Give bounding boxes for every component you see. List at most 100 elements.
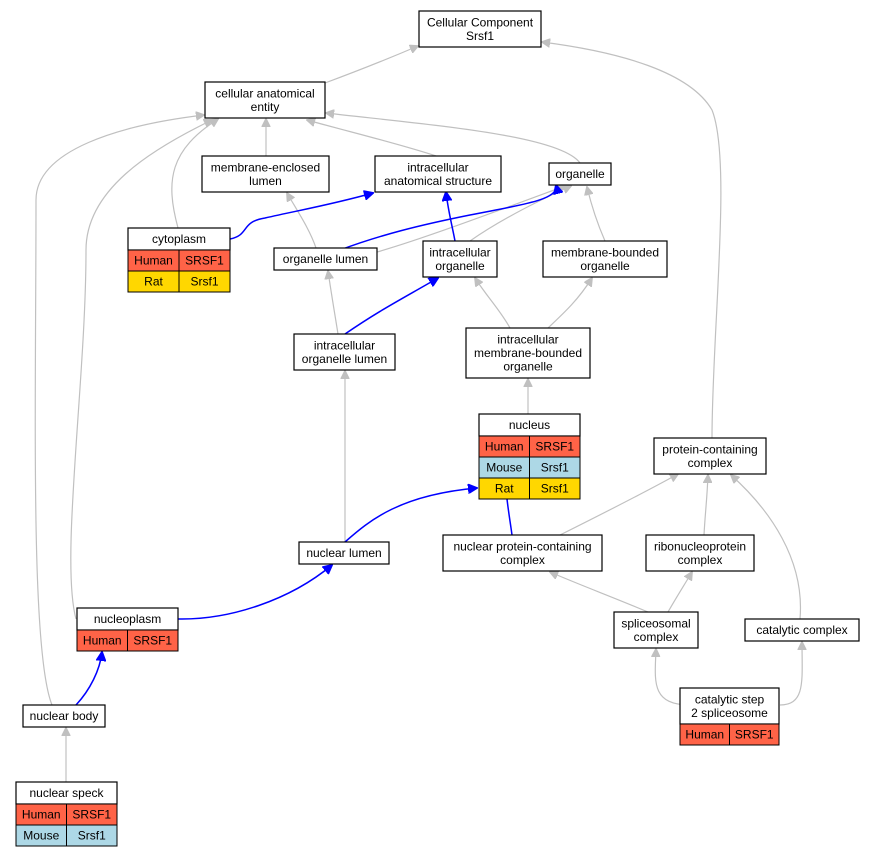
- edge-3: [307, 120, 437, 157]
- edge-17: [704, 475, 708, 536]
- edge-16: [559, 474, 678, 536]
- edge-10: [587, 187, 606, 242]
- species-label: Mouse: [23, 829, 59, 843]
- term-label: nucleus: [509, 418, 550, 432]
- term-box: [273, 247, 378, 271]
- highlighted-edge-29: [339, 185, 556, 251]
- term-node-nb[interactable]: nuclear body: [22, 704, 106, 728]
- term-label: organelle: [435, 259, 485, 273]
- term-node-organelle[interactable]: organelle: [548, 162, 612, 186]
- gene-label: Srsf1: [190, 275, 218, 289]
- term-box: [201, 155, 330, 193]
- term-label: spliceosomal: [621, 616, 690, 630]
- edge-11: [328, 271, 339, 335]
- term-label: complex: [678, 553, 723, 567]
- edges: [34, 42, 802, 782]
- term-box: [442, 534, 603, 572]
- gene-label: SRSF1: [72, 808, 111, 822]
- highlighted-edge-27: [344, 278, 438, 335]
- edge-1: [542, 42, 722, 439]
- term-label: protein-containing: [662, 442, 757, 456]
- edge-7: [70, 120, 212, 620]
- gene-cell: [178, 270, 231, 293]
- species-label: Rat: [144, 275, 163, 289]
- edge-22: [779, 642, 802, 706]
- gene-label: SRSF1: [133, 634, 172, 648]
- term-box: [293, 333, 396, 371]
- term-box: [548, 162, 612, 186]
- term-label: nucleoplasm: [94, 612, 161, 626]
- term-label: membrane-enclosed: [211, 160, 320, 174]
- edge-25: [376, 186, 565, 253]
- term-box: [653, 437, 767, 475]
- species-label: Human: [485, 440, 524, 454]
- term-label: Srsf1: [466, 29, 494, 43]
- term-label: nuclear speck: [29, 786, 104, 800]
- edge-18: [731, 475, 802, 620]
- highlighted-edge-30: [177, 565, 332, 620]
- gene-label: SRSF1: [535, 440, 574, 454]
- gene-cell: [127, 629, 179, 652]
- term-box: [204, 81, 326, 119]
- term-label: intracellular: [497, 333, 558, 347]
- term-node-catalytic[interactable]: catalytic complex: [744, 618, 860, 642]
- edge-19: [550, 572, 649, 613]
- term-label: lumen: [249, 174, 282, 188]
- term-label: organelle: [580, 259, 630, 273]
- term-label: organelle lumen: [302, 352, 387, 366]
- term-label: ribonucleoprotein: [654, 539, 746, 553]
- term-box: [374, 155, 502, 193]
- edge-20: [667, 572, 692, 613]
- term-label: membrane-bounded: [474, 346, 582, 360]
- species-label: Human: [83, 634, 122, 648]
- term-label: entity: [251, 100, 280, 114]
- term-label: intracellular: [314, 338, 375, 352]
- term-node-nl[interactable]: nuclear lumen: [298, 541, 390, 565]
- term-label: 2 spliceosome: [691, 706, 768, 720]
- term-label: organelle: [555, 167, 605, 181]
- edge-13: [547, 278, 592, 329]
- term-label: cellular anatomical: [215, 86, 314, 100]
- term-box: [744, 618, 860, 642]
- term-label: complex: [688, 456, 733, 470]
- term-box: [613, 611, 699, 649]
- gene-label: SRSF1: [185, 254, 224, 268]
- term-label: nuclear protein-containing: [453, 539, 591, 553]
- term-box: [22, 704, 106, 728]
- gene-cell: [529, 477, 581, 500]
- term-label: nuclear body: [30, 709, 99, 723]
- term-label: nuclear lumen: [306, 546, 381, 560]
- term-node-ol[interactable]: organelle lumen: [273, 247, 378, 271]
- species-label: Rat: [495, 482, 514, 496]
- term-label: catalytic complex: [756, 623, 847, 637]
- term-box: [465, 327, 591, 379]
- term-label: complex: [634, 630, 679, 644]
- term-box: [645, 534, 755, 572]
- term-box: [422, 240, 498, 278]
- highlighted-edge-31: [344, 488, 477, 543]
- term-label: Cellular Component: [427, 15, 534, 29]
- edge-21: [655, 649, 691, 706]
- gene-cell: [66, 824, 118, 847]
- highlighted-edge-26: [229, 193, 373, 240]
- edge-8: [287, 193, 317, 249]
- term-label: organelle: [503, 360, 553, 374]
